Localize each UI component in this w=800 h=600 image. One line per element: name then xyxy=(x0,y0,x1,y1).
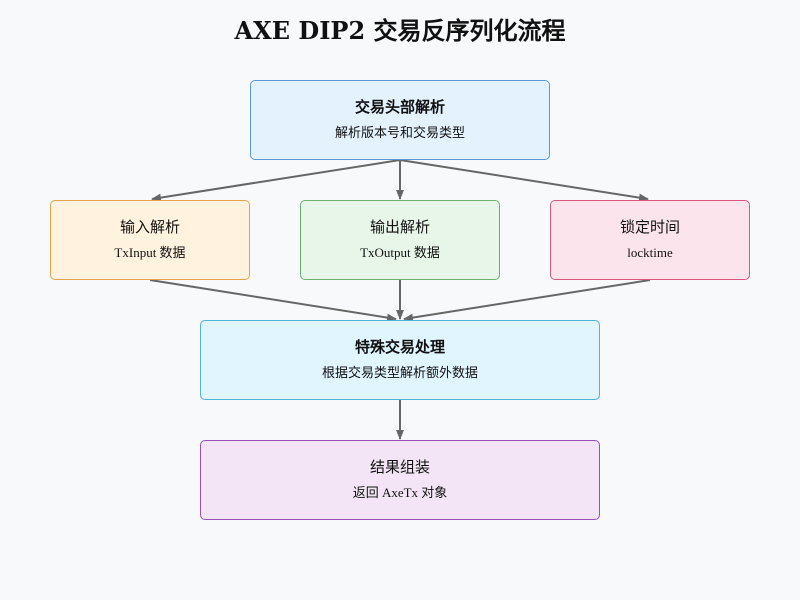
node-transaction-header: 交易头部解析 解析版本号和交易类型 xyxy=(250,80,550,160)
node-sublabel: 解析版本号和交易类型 xyxy=(334,125,465,140)
node-sublabel: 返回 AxeTx 对象 xyxy=(352,485,448,500)
node-label: 输入解析 xyxy=(119,220,180,236)
node-label: 输出解析 xyxy=(369,220,430,236)
node-sublabel: TxOutput 数据 xyxy=(360,245,440,260)
diagram-title: AXE DIP2 交易反序列化流程 xyxy=(234,16,566,45)
node-special-transaction: 特殊交易处理 根据交易类型解析额外数据 xyxy=(200,320,600,400)
node-sublabel: TxInput 数据 xyxy=(114,245,186,260)
arrow-header-to-input xyxy=(151,159,401,202)
node-label: 结果组装 xyxy=(369,460,430,476)
node-output-parsing: 输出解析 TxOutput 数据 xyxy=(300,200,500,280)
node-locktime: 锁定时间 locktime xyxy=(550,200,750,280)
arrow-input-to-special xyxy=(149,279,397,322)
node-label: 锁定时间 xyxy=(619,220,680,236)
node-sublabel: locktime xyxy=(627,245,673,260)
arrow-lock-to-special xyxy=(403,279,651,322)
node-sublabel: 根据交易类型解析额外数据 xyxy=(321,365,478,380)
node-label: 交易头部解析 xyxy=(354,100,445,116)
node-result-assembly: 结果组装 返回 AxeTx 对象 xyxy=(200,440,600,520)
node-input-parsing: 输入解析 TxInput 数据 xyxy=(50,200,250,280)
arrow-header-to-lock xyxy=(399,159,649,202)
node-label: 特殊交易处理 xyxy=(354,340,445,356)
